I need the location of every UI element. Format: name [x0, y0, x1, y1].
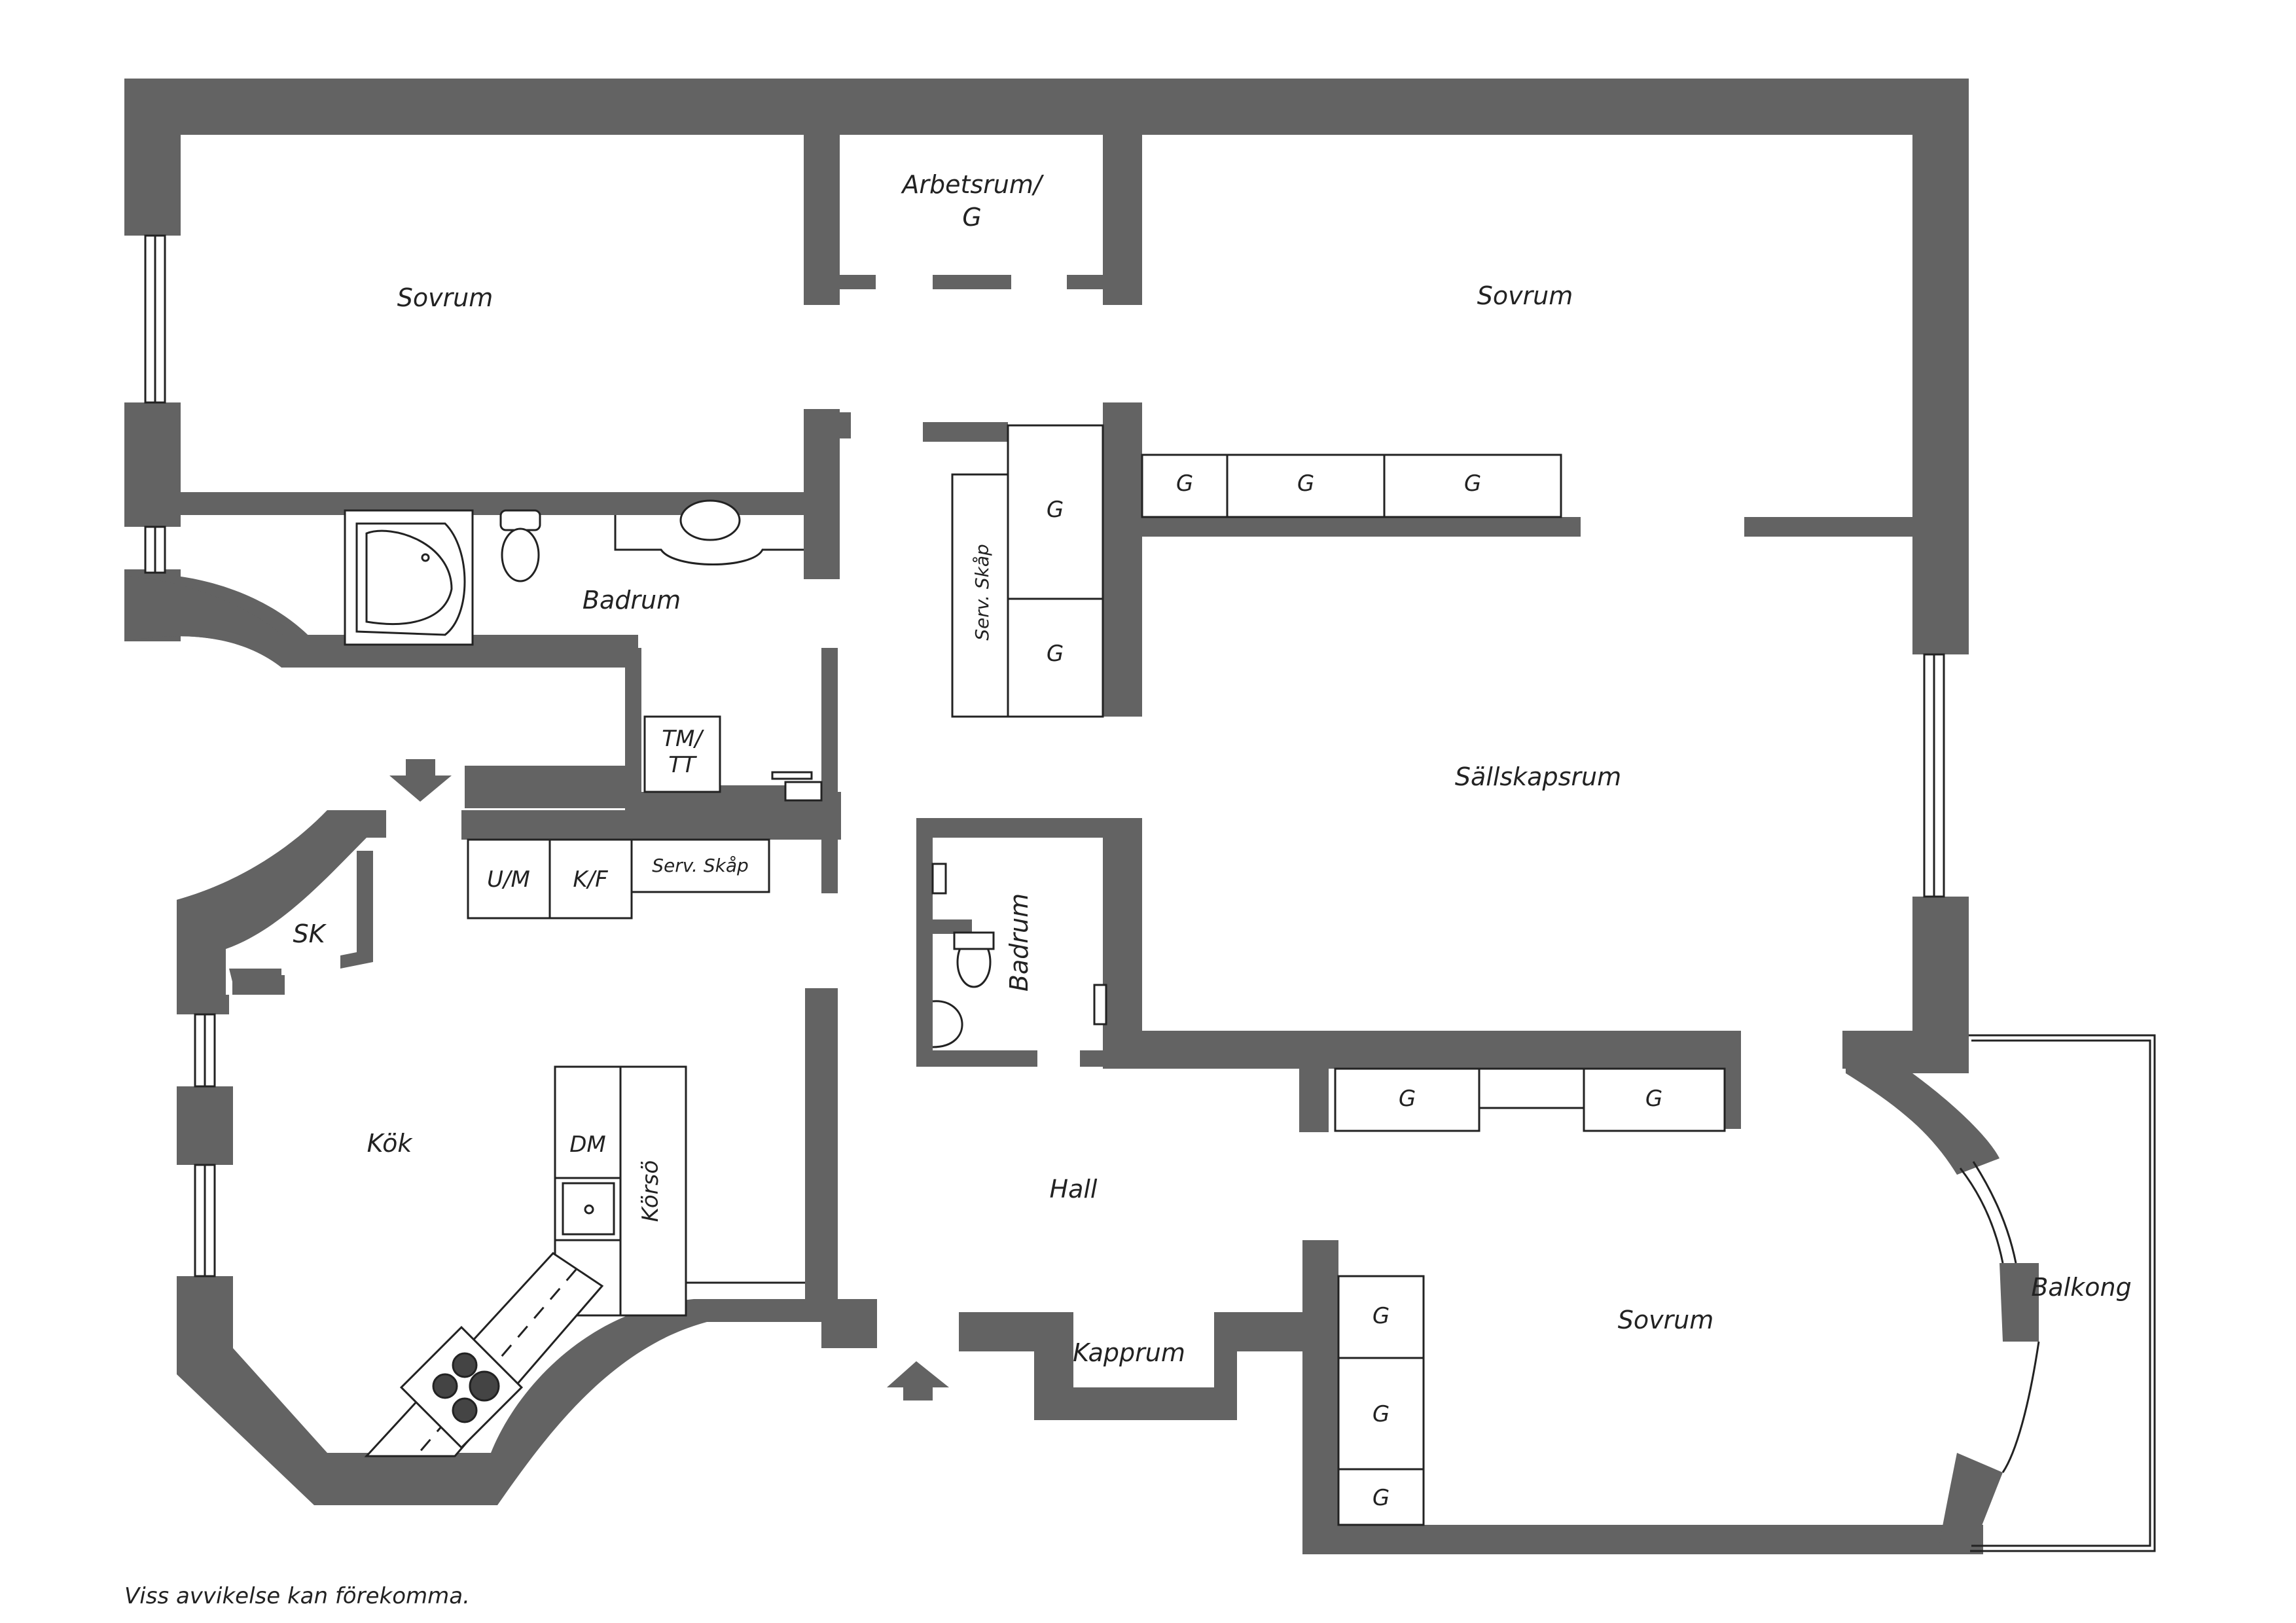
entry-arrows [389, 759, 949, 1400]
label-g: G [1176, 471, 1193, 497]
label-balkong: Balkong [2031, 1273, 2131, 1302]
label-badrum-main: Badrum [583, 586, 681, 615]
walls [124, 79, 2039, 1554]
label-g: G [1047, 497, 1064, 523]
label-g: G [1372, 1303, 1390, 1329]
label-sallskapsrum: Sällskapsrum [1455, 762, 1621, 791]
label-korso: Körsö [637, 1160, 664, 1222]
label-badrum-small: Badrum [1005, 893, 1033, 991]
label-g: G [1372, 1401, 1390, 1427]
label-tm: TM/ [662, 726, 704, 752]
label-arbetsrum: Arbetsrum/ [900, 170, 1045, 199]
label-sk: SK [293, 919, 327, 948]
label-serv-skap-kitchen: Serv. Skåp [652, 855, 749, 876]
entry-arrow-top [389, 759, 452, 802]
label-g: G [1047, 641, 1064, 667]
label-dm: DM [569, 1132, 606, 1158]
label-sovrum-bottom: Sovrum [1618, 1306, 1714, 1334]
label-g: G [1645, 1086, 1662, 1112]
balcony [1969, 1034, 2156, 1552]
label-g: G [1372, 1485, 1390, 1511]
windows [144, 234, 2017, 1277]
label-um: U/M [487, 866, 530, 893]
footer-note: Viss avvikelse kan förekomma. [124, 1583, 470, 1609]
label-arbetsrum-g: G [962, 203, 981, 232]
label-tt: TT [668, 752, 697, 778]
label-kf: K/F [573, 866, 608, 893]
fixtures [344, 424, 1726, 1526]
label-g: G [1464, 471, 1481, 497]
fixture-labels: TM/ TT U/M K/F Serv. Skåp Serv. Skåp DM … [487, 471, 1662, 1511]
label-sovrum-top-left: Sovrum [397, 283, 493, 312]
entry-arrow-bottom [887, 1361, 949, 1400]
label-g: G [1297, 471, 1314, 497]
label-sovrum-top-right: Sovrum [1477, 281, 1573, 310]
label-g: G [1399, 1086, 1416, 1112]
label-kapprum: Kapprum [1073, 1338, 1185, 1367]
label-kok: Kök [367, 1129, 414, 1158]
label-hall: Hall [1050, 1175, 1098, 1204]
label-serv-skap-hall: Serv. Skåp [971, 544, 993, 641]
room-labels: Sovrum Arbetsrum/ G Sovrum Badrum Sällsk… [293, 170, 2131, 1367]
